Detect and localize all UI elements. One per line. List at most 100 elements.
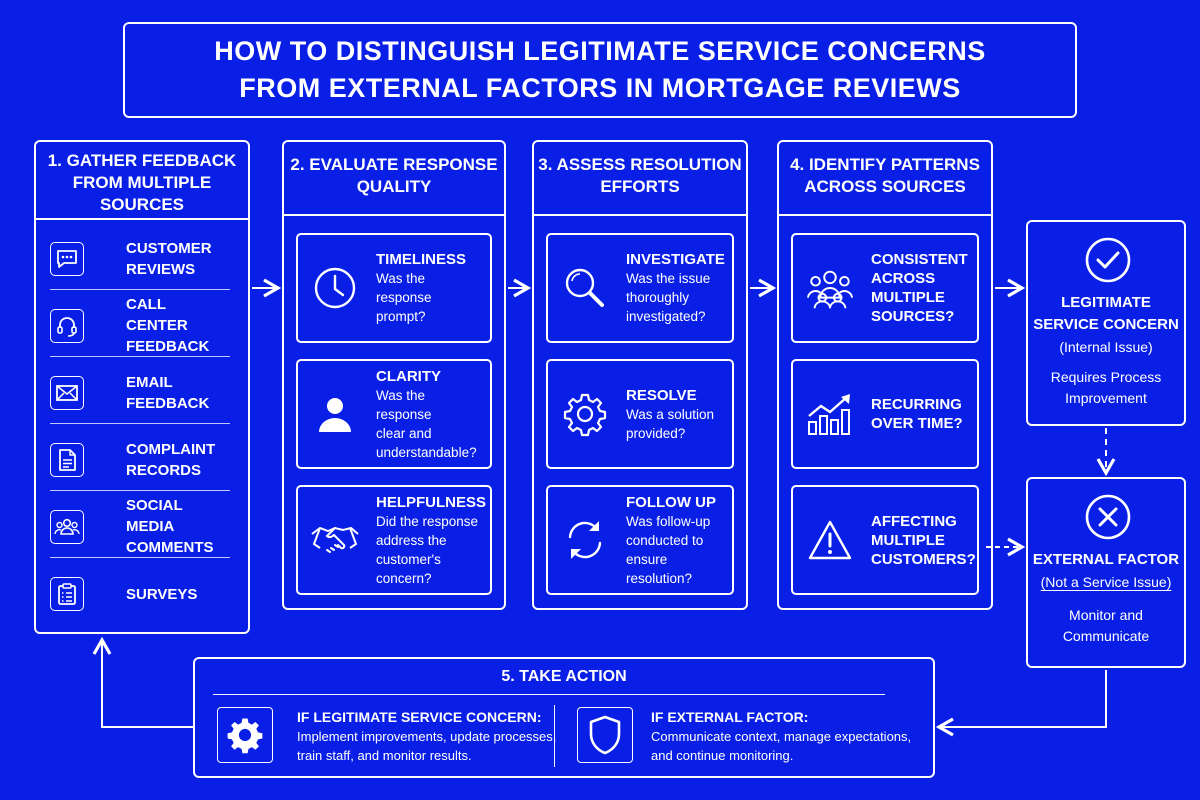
step3-divider <box>534 214 746 216</box>
card-investigate: INVESTIGATE Was the issue thoroughly inv… <box>546 233 734 343</box>
card-resolve: RESOLVE Was a solution provided? <box>546 359 734 469</box>
card-title: INVESTIGATE <box>626 251 725 268</box>
document-icon <box>50 442 84 477</box>
source-label-line-2: FEEDBACK <box>126 338 210 355</box>
step2-heading-line-1: 2. EVALUATE RESPONSE <box>290 155 498 174</box>
external-factor-box: EXTERNAL FACTOR (Not a Service Issue) Mo… <box>1026 477 1186 668</box>
step2-heading-line-2: QUALITY <box>356 177 432 196</box>
step4-heading-line-2: ACROSS SOURCES <box>804 177 966 196</box>
action-separator <box>554 705 555 767</box>
card-desc-line: investigated? <box>626 309 706 324</box>
shield-icon <box>577 707 633 763</box>
action-legitimate-desc-line-1: Implement improvements, update processes… <box>297 729 557 744</box>
card-desc-line: Was follow-up <box>626 513 711 529</box>
source-item-social-media: SOCIAL MEDIA COMMENTS <box>50 496 230 558</box>
card-recurring: RECURRING OVER TIME? <box>791 359 979 469</box>
source-label-line-1: SOCIAL MEDIA <box>126 497 183 535</box>
card-follow-up: FOLLOW UP Was follow-up conducted to ens… <box>546 485 734 595</box>
trend-chart-icon <box>805 361 855 467</box>
source-list: CUSTOMER REVIEWS CALL CENTER FEEDBACK EM… <box>36 228 248 628</box>
step4-divider <box>779 214 991 216</box>
chat-bubble-icon <box>50 241 84 276</box>
action-external: IF EXTERNAL FACTOR: Communicate context,… <box>577 705 917 767</box>
card-helpfulness: HELPFULNESS Did the response address the… <box>296 485 492 595</box>
refresh-icon <box>560 487 610 593</box>
card-title-line: MULTIPLE <box>871 531 945 549</box>
source-label: COMPLAINT RECORDS <box>126 439 215 481</box>
legitimate-text: LEGITIMATE SERVICE CONCERN (Internal Iss… <box>1028 292 1184 409</box>
source-label-line-2: REVIEWS <box>126 260 196 278</box>
clipboard-icon <box>50 577 84 611</box>
legitimate-subtitle: (Internal Issue) <box>1059 339 1153 355</box>
source-label-line-1: CUSTOMER <box>126 239 212 257</box>
card-desc-line: provided? <box>626 425 686 441</box>
external-note-line-1: Monitor and <box>1069 607 1143 623</box>
card-title: HELPFULNESS <box>376 493 487 511</box>
card-title-line: MULTIPLE <box>871 289 945 306</box>
source-label-line-1: SURVEYS <box>126 585 198 603</box>
envelope-icon <box>50 375 84 410</box>
card-title-line: CONSISTENT <box>871 251 968 268</box>
step3-heading-line-2: EFFORTS <box>600 177 680 196</box>
source-label-line-1: EMAIL <box>126 373 173 391</box>
step2-divider <box>284 214 504 216</box>
step3-heading-line-1: 3. ASSESS RESOLUTION <box>538 155 742 174</box>
card-affecting: AFFECTING MULTIPLE CUSTOMERS? <box>791 485 979 595</box>
warning-icon <box>805 487 855 593</box>
take-action-divider <box>213 694 885 695</box>
card-desc-line: Was the response <box>376 271 432 305</box>
source-label-line-2: RECORDS <box>126 461 202 479</box>
source-label-line-2: COMMENTS <box>126 539 214 556</box>
check-circle-icon <box>1084 236 1132 289</box>
step2-column: 2. EVALUATE RESPONSE QUALITY TIMELINESS … <box>282 140 506 610</box>
group-icon <box>805 235 855 341</box>
source-label-line-1: CALL CENTER <box>126 296 188 334</box>
card-title-line: OVER TIME? <box>871 415 963 432</box>
card-desc-line: understandable? <box>376 444 477 460</box>
card-desc-line: Was a solution <box>626 406 715 422</box>
source-item-customer-reviews: CUSTOMER REVIEWS <box>50 228 230 290</box>
card-desc-line: customer's concern? <box>376 551 441 586</box>
step1-heading-line-2: FROM MULTIPLE <box>72 173 212 192</box>
arrow-action-to-step1 <box>92 636 193 728</box>
card-desc-line: Was the response <box>376 387 432 422</box>
step1-column: 1. GATHER FEEDBACK FROM MULTIPLE SOURCES… <box>34 140 250 634</box>
source-label-line-1: COMPLAINT <box>126 440 216 458</box>
card-title: RESOLVE <box>626 386 697 404</box>
handshake-icon <box>310 487 360 593</box>
card-title: CLARITY <box>376 367 441 385</box>
card-title: TIMELINESS <box>376 251 467 268</box>
legitimate-note-line-2: Improvement <box>1065 390 1147 406</box>
card-desc-line: ensure resolution? <box>626 551 693 586</box>
take-action-heading: 5. TAKE ACTION <box>501 668 627 685</box>
step4-column: 4. IDENTIFY PATTERNS ACROSS SOURCES CONS… <box>777 140 993 610</box>
legitimate-title-line-2: SERVICE CONCERN <box>1033 316 1179 333</box>
card-title-line: CUSTOMERS? <box>871 550 976 568</box>
source-label: SURVEYS <box>126 584 197 605</box>
source-label: EMAIL FEEDBACK <box>126 372 209 414</box>
action-legitimate-desc-line-2: train staff, and monitor results. <box>297 748 472 763</box>
gear-icon <box>217 707 273 763</box>
legitimate-title-line-1: LEGITIMATE <box>1061 294 1151 311</box>
step3-heading: 3. ASSESS RESOLUTION EFFORTS <box>534 154 746 198</box>
card-desc-line: prompt? <box>376 309 426 324</box>
card-timeliness: TIMELINESS Was the response prompt? <box>296 233 492 343</box>
external-note-line-2: Communicate <box>1062 628 1150 644</box>
magnifier-icon <box>560 235 610 341</box>
action-legitimate: IF LEGITIMATE SERVICE CONCERN: Implement… <box>217 705 556 767</box>
legitimate-concern-box: LEGITIMATE SERVICE CONCERN (Internal Iss… <box>1026 220 1186 426</box>
source-label: SOCIAL MEDIA COMMENTS <box>126 495 230 558</box>
source-item-email: EMAIL FEEDBACK <box>50 362 230 424</box>
people-icon <box>50 509 84 544</box>
card-desc-line: address the <box>376 532 447 548</box>
title-line-2: FROM EXTERNAL FACTORS IN MORTGAGE REVIEW… <box>239 73 961 103</box>
card-desc-line: conducted to <box>626 532 704 548</box>
step1-heading-line-3: SOURCES <box>99 195 185 214</box>
source-item-call-center: CALL CENTER FEEDBACK <box>50 295 230 357</box>
action-external-desc-line-2: and continue monitoring. <box>651 748 794 763</box>
headset-icon <box>50 308 84 343</box>
source-item-surveys: SURVEYS <box>50 563 230 625</box>
card-desc-line: Did the response <box>376 513 479 529</box>
card-consistent: CONSISTENT ACROSS MULTIPLE SOURCES? <box>791 233 979 343</box>
